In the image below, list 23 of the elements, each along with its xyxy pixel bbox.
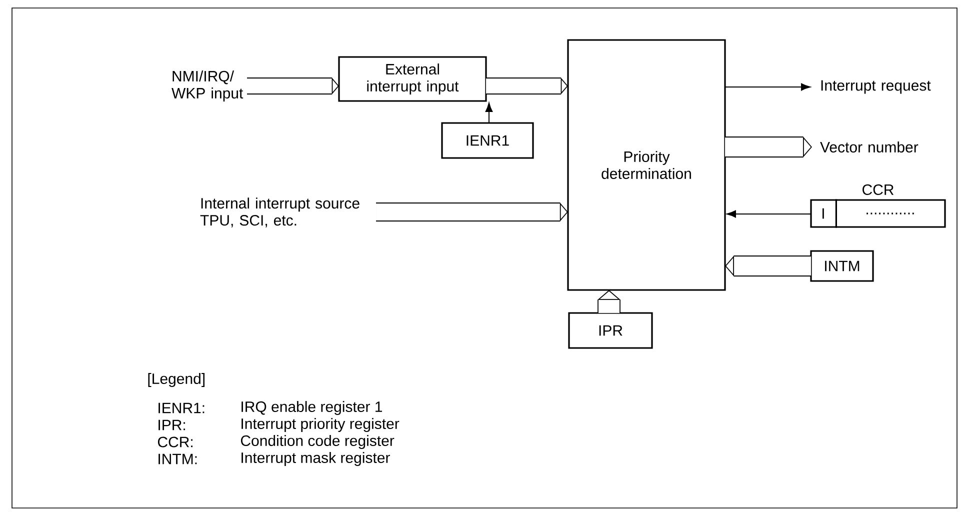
arrow: [724, 83, 810, 91]
process-box: External interrupt input: [338, 56, 487, 102]
legend-term: CCR:: [158, 436, 192, 448]
legend-definition: Interrupt priority register: [242, 418, 400, 432]
register-box: INTM: [810, 250, 874, 282]
input-label: NMI/IRQ/ WKP input: [172, 70, 244, 102]
legend-term: IENR1:: [158, 402, 204, 414]
legend-definition: Interrupt mask register: [242, 452, 390, 466]
legend-term: INTM:: [158, 454, 197, 464]
arrow: [485, 102, 493, 124]
node-label: CCR: [862, 184, 894, 195]
register-box: CCR I ............: [810, 184, 946, 228]
output-label: Interrupt request: [821, 80, 931, 94]
legend-term: IPR:: [158, 420, 185, 430]
legend-definition: IRQ enable register 1: [242, 401, 382, 415]
legend-definition: Condition code register: [240, 435, 394, 449]
register-box: IENR1: [441, 122, 534, 159]
input-label: Internal interrupt source TPU, SCI, etc.: [200, 198, 360, 228]
arrow: [726, 210, 812, 218]
output-label: Vector number: [820, 142, 918, 152]
register-box: IPR: [568, 312, 653, 349]
process-box: Priority determination: [567, 39, 726, 291]
legend-heading: [Legend]: [148, 373, 204, 387]
